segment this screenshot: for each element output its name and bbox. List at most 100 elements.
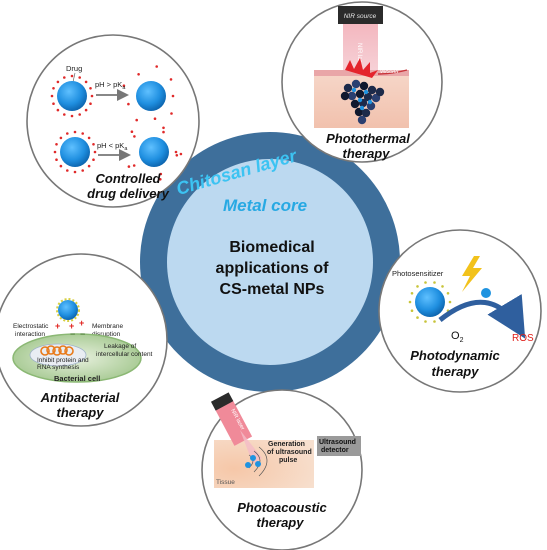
acoustic-particle [255,461,261,467]
generation-label-2: of ultrasound [267,449,312,456]
drug-pointer-line [72,72,76,83]
antibacterial-caption-line-1: Antibacterial [40,390,120,405]
dot [179,152,183,156]
dot [50,94,54,98]
dot [92,158,95,161]
dot [162,130,165,134]
ultrasound-label-2: detector [321,447,349,454]
tumor-cell [355,89,365,99]
nir-laser-label: NIR laser [356,43,362,68]
antibacterial-nanoparticle [56,298,80,322]
tumor-cell [343,83,353,93]
nanoparticle [363,89,369,95]
ros-label: ROS [512,333,534,344]
dot [92,143,95,146]
photosensitizer-nanoparticle [408,281,452,323]
generation-label-3: pulse [279,457,297,464]
dot [130,130,134,133]
conversion-arrow [438,293,526,339]
tumor-cluster [340,79,385,125]
tumor-cell [357,115,367,125]
dot [90,94,94,98]
drug-label: Drug [66,64,82,73]
center-title-line-3: CS-metal NPs [220,281,325,298]
central-nanoparticle: Chitosan layer Metal core Biomedical app… [140,132,400,392]
dot [162,126,165,130]
dot [52,87,55,90]
blood-vessel-label-1: Blood [380,61,397,68]
photothermal-caption-line-2: therapy [343,146,391,161]
negative-charge-1: − [70,329,75,339]
dot [73,130,77,134]
drug-dots [50,74,94,118]
dot [55,158,58,161]
dot [446,292,450,295]
heat-burst [345,58,378,78]
dot [137,73,140,76]
dot [433,281,436,284]
tissue-label: Tissue [216,479,235,486]
o2-label: O2 [451,330,464,344]
dot [73,170,77,174]
light-bolt-icon [462,256,482,292]
ph-high-label: pH > pKa [95,80,126,91]
drug-delivery-caption-line-1: Controlled [96,171,162,186]
leakage-label-1: Leakage of [104,343,136,350]
dot [66,169,69,172]
dot [433,320,436,323]
photoacoustic-caption-line-2: therapy [257,515,305,530]
tumor-cell [367,85,377,95]
tumor-cell [363,92,373,102]
photodynamic-panel: Photosensitizer O2 ROS Photodynamic ther… [378,229,542,393]
tumor-cell [361,108,371,118]
dot [63,113,66,116]
dot [56,108,60,112]
dot [170,112,173,115]
drug-dots-scattered [122,65,175,122]
dot [78,76,81,79]
dot [159,172,163,176]
dot [410,292,414,295]
negative-charge-2: − [80,329,85,339]
nir-source-box [338,6,383,24]
dot [424,320,427,323]
nanoparticle [367,99,373,105]
tumor-cell [347,91,357,101]
tumor-cell [351,79,361,89]
acoustic-particle [245,462,251,468]
tumor-cell [359,81,369,91]
dot [70,74,74,78]
metal-core-label: Metal core [223,196,307,215]
positive-charge-2: + [69,321,74,331]
dot [410,309,414,313]
tumor-cell [371,93,381,103]
dot [87,136,91,140]
dot [52,102,55,105]
dot [155,65,158,68]
photoacoustic-panel: NIR laser Generation of ultrasound pulse… [201,389,363,550]
photodynamic-caption-line-2: therapy [432,364,480,379]
bacterial-cell-label: Bacterial cell [54,374,100,383]
ultrasound-label-1: Ultrasound [319,439,356,446]
dot [59,136,63,140]
dot [63,76,66,79]
dot [175,154,179,157]
dot [127,102,130,106]
nanoparticle [357,97,363,103]
dot [84,80,88,84]
dot [78,113,81,116]
dot [416,316,419,319]
positive-charge-3: + [79,318,84,328]
dot [169,78,173,81]
dot [127,165,131,168]
bacterial-cell [12,333,142,383]
dot [424,281,427,284]
dot [66,132,69,135]
acoustic-particle [250,455,256,461]
center-title-line-1: Biomedical [229,239,314,256]
generation-label-1: Generation [268,441,305,448]
nanoparticle [359,105,365,111]
nanoparticle-with-drug [50,74,94,118]
dot [448,300,452,304]
